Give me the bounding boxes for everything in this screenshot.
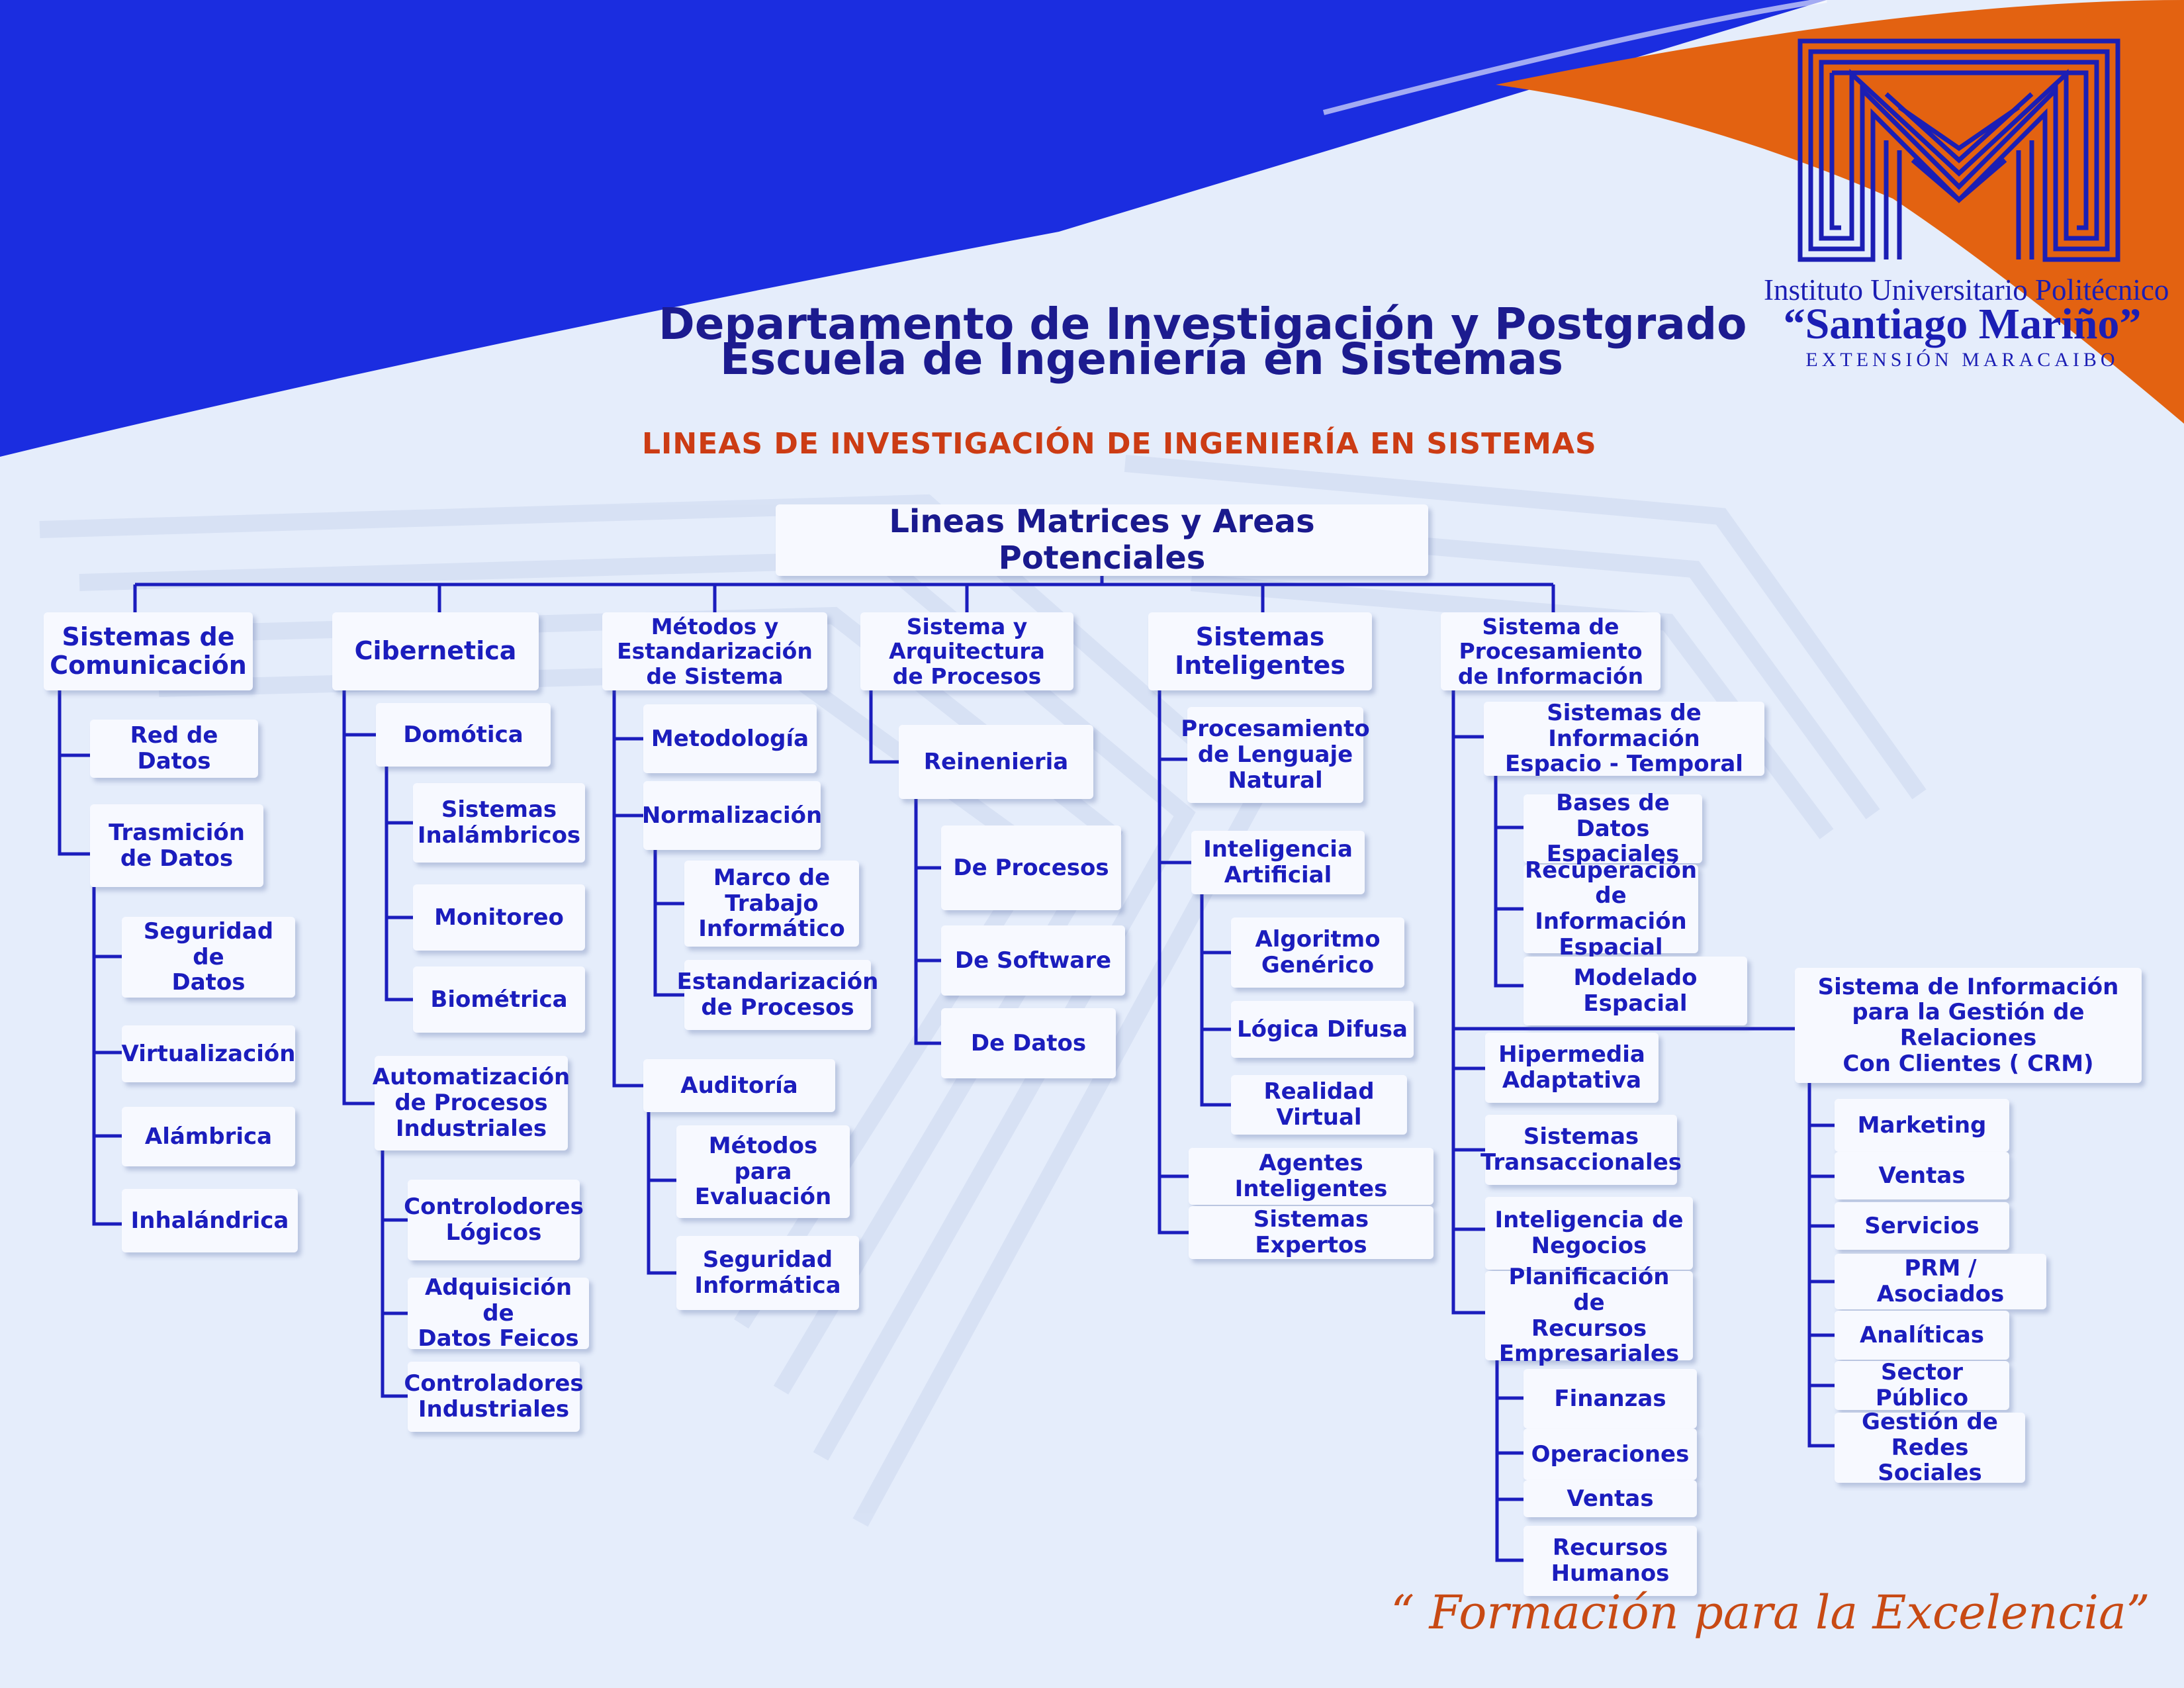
leaf-ventas-erp: Ventas [1524, 1480, 1697, 1517]
area-normalizacion: Normalización [642, 781, 822, 850]
area-inteligencia-artificial: Inteligencia Artificial [1191, 831, 1365, 894]
leaf-biometrica: Biométrica [413, 966, 585, 1033]
leaf-de-procesos: De Procesos [941, 825, 1121, 910]
line-cibernetica: Cibernetica [332, 612, 539, 690]
connector-line [1158, 690, 1189, 1235]
leaf-algoritmo-generico: Algoritmo Genérico [1231, 917, 1404, 988]
leaf-recuperacion-de-informacion-espacial: Recuperación de Información Espacial [1524, 857, 1698, 961]
institution-logo [1797, 38, 2120, 262]
leaf-seguridad-informatica: Seguridad Informática [676, 1236, 859, 1310]
motto: “ Formación para la Excelencia” [1390, 1585, 2150, 1640]
orange-header-band [1496, 0, 2184, 424]
institution-extension: EXTENSIÓN MARACAIBO [1805, 349, 2119, 371]
leaf-bases-de-datos-espaciales: Bases de Datos Espaciales [1524, 790, 1702, 867]
connector-line [385, 767, 413, 1002]
area-metodologia: Metodología [643, 704, 817, 773]
connector-line [92, 887, 122, 1226]
leaf-marketing: Marketing [1835, 1099, 2009, 1152]
line-sistemas-de-comunicacion: Sistemas de Comunicación [44, 612, 253, 690]
area-sistemas-de-informacion-espacio-temporal: Sistemas de Información Espacio - Tempor… [1484, 700, 1764, 777]
connector-line [612, 690, 643, 1088]
line-sistema-y-arquitectura: Sistema y Arquitectura de Procesos [860, 612, 1073, 690]
leaf-logica-difusa: Lógica Difusa [1231, 1001, 1414, 1058]
connector-line [1451, 690, 1485, 1315]
tree-root: Lineas Matrices y Areas Potenciales [776, 504, 1428, 576]
institution-line1: Instituto Universitario Politécnico [1764, 273, 2169, 306]
leaf-ventas-crm: Ventas [1835, 1152, 2009, 1199]
area-red-de-datos: Red de Datos [90, 720, 258, 778]
connector-line [1807, 1083, 1835, 1448]
area-domotica: Domótica [376, 703, 551, 767]
leaf-modelado-espacial: Modelado Espacial [1524, 957, 1747, 1025]
leaf-sector-publico: Sector Público [1835, 1360, 2009, 1411]
area-sistemas-transaccionales: Sistemas Transaccionales [1480, 1115, 1682, 1185]
leaf-controladores-industriales: Controladores Industriales [404, 1362, 584, 1432]
leaf-finanzas: Finanzas [1524, 1369, 1697, 1429]
connector-line [869, 690, 899, 764]
leaf-sistemas-inalambricos: Sistemas Inalámbricos [413, 783, 585, 863]
area-hipermedia-adaptativa: Hipermedia Adaptativa [1485, 1033, 1659, 1103]
leaf-gestion-de-redes-sociales: Gestión de Redes Sociales [1835, 1409, 2025, 1486]
line-sistema-de-procesamiento: Sistema de Procesamiento de Información [1441, 612, 1661, 690]
leaf-alambrica: Alámbrica [122, 1107, 295, 1166]
line-sistemas-inteligentes: Sistemas Inteligentes [1148, 612, 1372, 690]
area-procesamiento-de-lenguaje-natural: Procesamiento de Lenguaje Natural [1181, 707, 1370, 803]
area-sistema-de-informacion-crm: Sistema de Información para la Gestión d… [1795, 968, 2142, 1083]
area-automatizacion-de-procesos-industriales: Automatización de Procesos Industriales [373, 1056, 570, 1150]
leaf-seguridad-de-datos: Seguridad de Datos [122, 917, 295, 998]
area-inteligencia-de-negocios: Inteligencia de Negocios [1485, 1197, 1693, 1270]
leaf-marco-de-trabajo-informatico: Marco de Trabajo Informático [684, 861, 859, 947]
connector-line [1494, 776, 1524, 988]
line-metodos-y-estandarizacion: Métodos y Estandarización de Sistema [602, 612, 827, 690]
leaf-adquisicion-de-datos-feicos: Adquisición de Datos Feicos [408, 1274, 589, 1352]
department-title: Departamento de Investigación y Postgrad… [659, 299, 1747, 350]
page-subtitle: LINEAS DE INVESTIGACIÓN DE INGENIERÍA EN… [642, 427, 1597, 461]
leaf-controlodores-logicos: Controlodores Lógicos [404, 1180, 584, 1260]
connector-line [653, 850, 684, 997]
leaf-estandarizacion-de-procesos: Estandarización de Procesos [677, 960, 878, 1030]
tree-connectors [58, 576, 1835, 1562]
area-agentes-inteligentes: Agentes Inteligentes [1189, 1148, 1433, 1205]
connector-line [342, 690, 375, 1105]
leaf-servicios: Servicios [1835, 1202, 2009, 1250]
leaf-de-software: De Software [941, 925, 1125, 996]
area-sistemas-expertos: Sistemas Expertos [1189, 1206, 1433, 1259]
leaf-operaciones: Operaciones [1524, 1429, 1697, 1480]
connector-line [914, 799, 941, 1045]
leaf-prm-asociados: PRM / Asociados [1835, 1254, 2046, 1309]
area-auditoria: Auditoría [643, 1059, 835, 1112]
area-planificacion-de-recursos-empresariales: Planificación de Recursos Empresariales [1485, 1264, 1693, 1367]
connector-line [647, 1112, 676, 1275]
leaf-analiticas: Analíticas [1835, 1311, 2009, 1360]
school-title: Escuela de Ingeniería en Sistemas [719, 334, 1564, 385]
leaf-recursos-humanos: Recursos Humanos [1524, 1526, 1697, 1596]
connector-line [1495, 1360, 1524, 1562]
leaf-monitoreo: Monitoreo [413, 884, 585, 951]
area-trasmicion-de-datos: Trasmición de Datos [90, 804, 263, 887]
connector-line [58, 690, 90, 856]
area-reinenieria: Reinenieria [899, 725, 1093, 799]
leaf-virtualizacion: Virtualización [122, 1025, 295, 1082]
connector-line [1200, 894, 1231, 1107]
leaf-inhalandrica: Inhalándrica [122, 1189, 298, 1252]
leaf-de-datos: De Datos [941, 1008, 1116, 1078]
institution-name: “Santiago Mariño” [1783, 300, 2142, 348]
connector-line [381, 1150, 408, 1398]
leaf-metodos-para-evaluacion: Métodos para Evaluación [676, 1125, 850, 1218]
leaf-realidad-virtual: Realidad Virtual [1231, 1075, 1407, 1135]
blue-header-band [0, 0, 1827, 457]
